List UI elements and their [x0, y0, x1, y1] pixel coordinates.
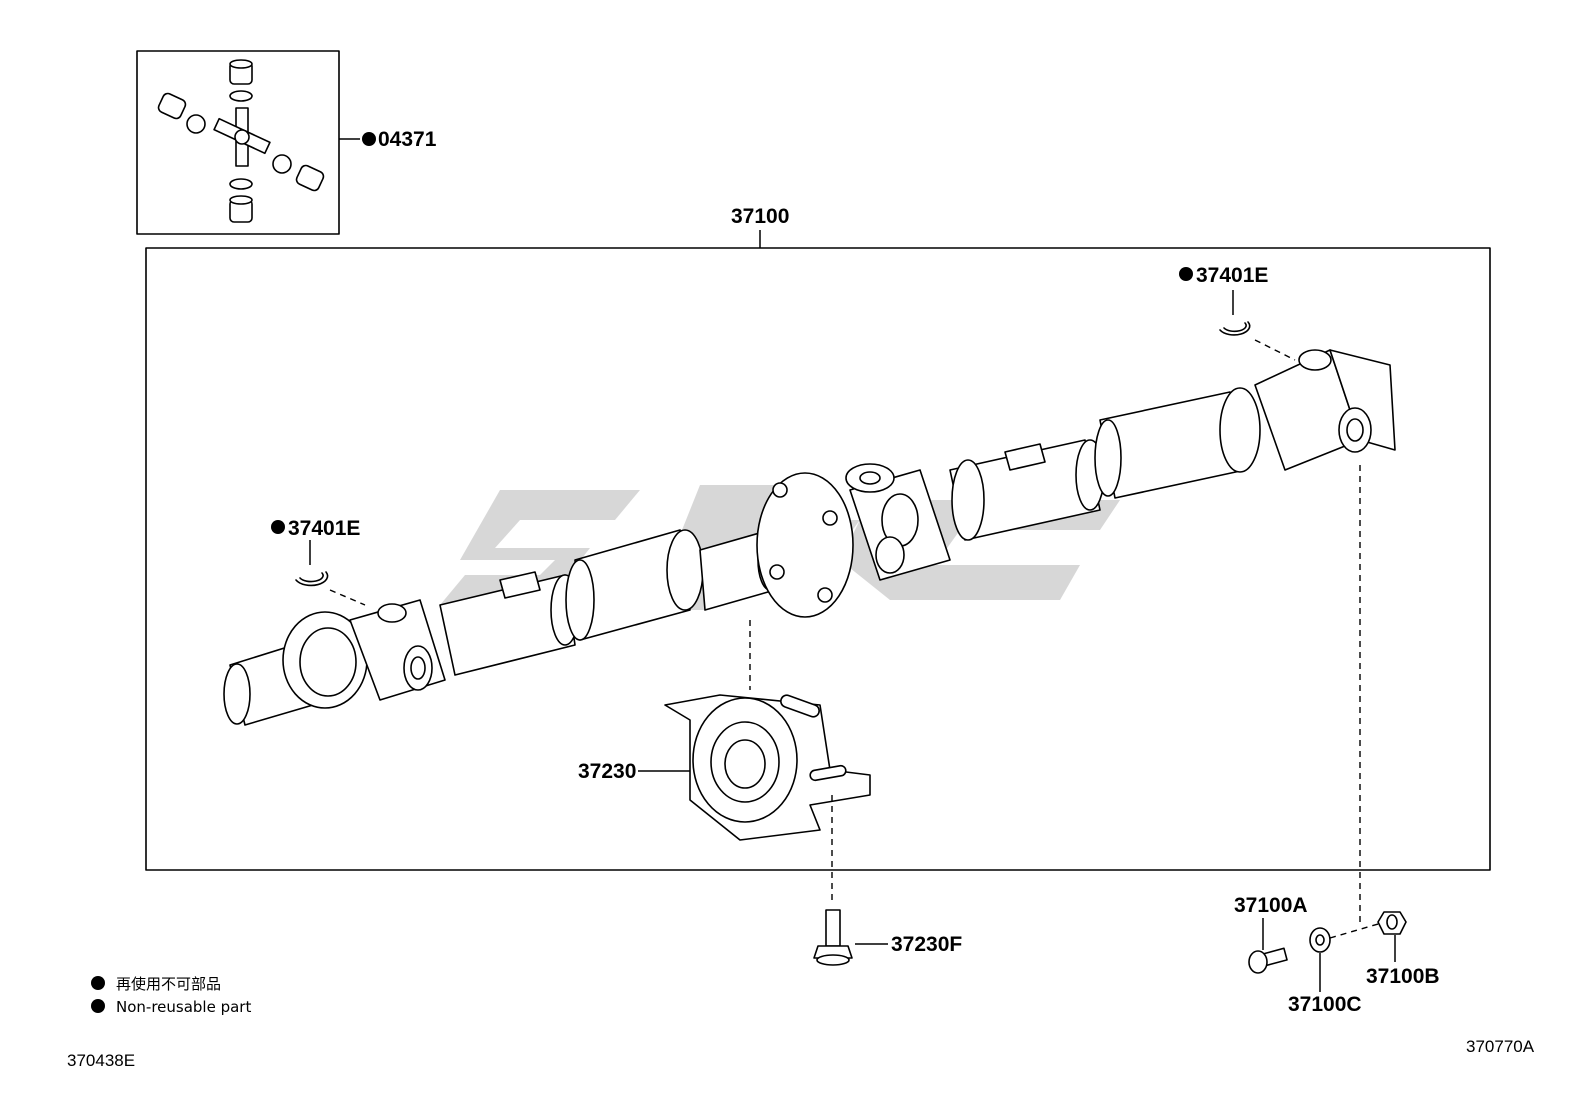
label-37401e-rear[interactable]: 37401E: [1196, 264, 1268, 287]
center-bearing: 37230: [578, 620, 871, 841]
label-37100[interactable]: 37100: [731, 205, 789, 228]
label-37100c[interactable]: 37100C: [1288, 993, 1362, 1016]
flange-fasteners: 37100A 37100C 37100B: [1234, 465, 1440, 1016]
legend-text-jp: 再使用不可部品: [116, 975, 221, 993]
propeller-shaft-drawing: [223, 349, 1396, 726]
non-reusable-dot: [362, 132, 376, 146]
assembly-frame: [145, 247, 1491, 871]
label-37100a[interactable]: 37100A: [1234, 894, 1308, 917]
legend-text-en: Non-reusable part: [116, 998, 251, 1016]
legend-dot-1: [91, 976, 105, 990]
spider-kit-icon: [157, 59, 325, 223]
label-37100b[interactable]: 37100B: [1366, 965, 1440, 988]
label-37230[interactable]: 37230: [578, 760, 636, 783]
non-reusable-dot: [1179, 267, 1193, 281]
non-reusable-dot: [271, 520, 285, 534]
rear-snap-ring: 37401E: [1179, 264, 1296, 361]
front-snap-ring: 37401E: [271, 517, 366, 606]
bearing-bolt: 37230F: [813, 795, 962, 966]
spider-kit-box: 04371: [136, 50, 437, 235]
label-37401e-front[interactable]: 37401E: [288, 517, 360, 540]
legend: 再使用不可部品 Non-reusable part: [91, 975, 251, 1016]
illustration-code-right: 370770A: [1466, 1037, 1535, 1056]
illustration-code-left: 370438E: [67, 1051, 135, 1070]
label-04371[interactable]: 04371: [378, 128, 437, 151]
legend-dot-2: [91, 999, 105, 1013]
label-37230f[interactable]: 37230F: [891, 933, 962, 956]
